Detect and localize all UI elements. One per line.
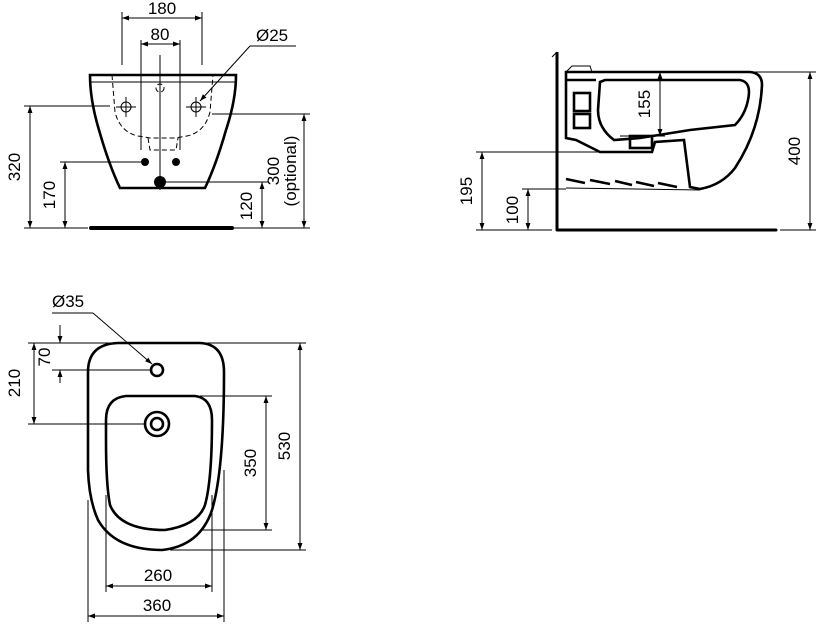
front-top-width-label: 180 (148, 0, 176, 18)
plan-waste-inner-icon (149, 416, 165, 432)
front-inner-width-label: 80 (151, 25, 170, 44)
front-tap-hole-label: Ø25 (256, 26, 288, 45)
plan-view: Ø35 210 70 350 530 260 360 (5, 292, 306, 622)
plan-offset-210-label: 210 (5, 369, 24, 397)
plan-offset-70-label: 70 (35, 348, 54, 367)
side-bracket-1 (572, 91, 592, 113)
plan-total-length-label: 530 (275, 432, 294, 460)
side-bracket-2 (572, 112, 592, 130)
plan-bowl-length-label: 350 (241, 449, 260, 477)
side-rim-155-label: 155 (635, 90, 654, 118)
front-optional-label: (optional) (281, 136, 300, 207)
front-hidden-bowl (111, 74, 214, 139)
side-bidet-outline (564, 70, 764, 191)
front-bolt-right (172, 158, 180, 166)
front-height-120-label: 120 (237, 192, 256, 220)
front-view: 180 80 Ø25 320 170 120 300 (optional) (5, 0, 310, 230)
side-inner-bowl (596, 78, 751, 142)
plan-tap-hole-icon (149, 362, 165, 378)
side-height-400-label: 400 (785, 137, 804, 165)
plan-waste-outer-icon (143, 410, 171, 438)
front-bidet-outline (88, 73, 238, 190)
side-height-100-label: 100 (503, 196, 522, 224)
front-height-320-label: 320 (5, 153, 24, 181)
side-view: 195 100 155 400 (457, 51, 816, 232)
front-hidden-spout (147, 137, 179, 151)
front-height-300-label: 300 (264, 157, 283, 185)
side-height-195-label: 195 (457, 177, 476, 205)
plan-bidet-outline (86, 341, 226, 552)
plan-tap-hole-label: Ø35 (52, 292, 84, 311)
side-base-slots (565, 177, 678, 189)
front-height-170-label: 170 (40, 181, 59, 209)
plan-total-width-label: 360 (143, 596, 171, 615)
plan-bowl-width-label: 260 (144, 566, 172, 585)
plan-bowl-outline (104, 394, 214, 532)
